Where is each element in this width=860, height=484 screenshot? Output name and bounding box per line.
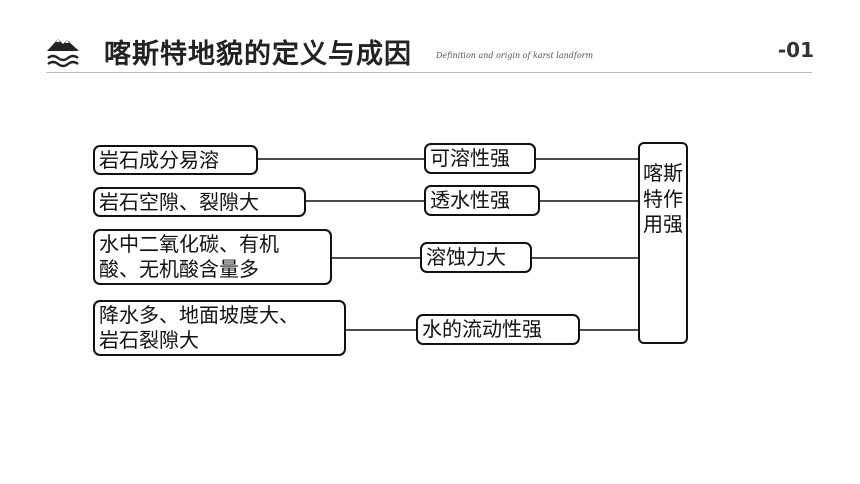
header: 喀斯特地貌的定义与成因 Definition and origin of kar… (0, 0, 860, 76)
page-subtitle: Definition and origin of karst landform (436, 51, 594, 60)
cause-text: 岩石成分易溶 (99, 147, 219, 172)
effect-box: 溶蚀力大 (420, 242, 532, 273)
cause-box: 降水多、地面坡度大、 岩石裂隙大 (93, 300, 346, 356)
mountain-waves-icon (47, 39, 79, 68)
cause-box: 水中二氧化碳、有机 酸、无机酸含量多 (93, 229, 332, 285)
cause-text-line: 降水多、地面坡度大、 (99, 303, 299, 327)
page-title: 喀斯特地貌的定义与成因 (104, 39, 412, 70)
cause-text-line: 水中二氧化碳、有机 (99, 232, 279, 256)
header-divider (46, 72, 812, 73)
cause-box: 岩石空隙、裂隙大 (93, 187, 306, 217)
effect-text: 溶蚀力大 (426, 245, 506, 269)
result-box: 喀斯特作用强 (638, 142, 688, 344)
effect-box: 透水性强 (424, 185, 540, 216)
cause-text: 岩石空隙、裂隙大 (99, 189, 259, 214)
effect-text: 水的流动性强 (422, 317, 542, 341)
effect-box: 可溶性强 (424, 143, 536, 174)
effect-text: 可溶性强 (430, 146, 510, 170)
cause-text-line: 酸、无机酸含量多 (99, 257, 259, 281)
cause-box: 岩石成分易溶 (93, 145, 258, 175)
effect-box: 水的流动性强 (416, 314, 580, 345)
effect-text: 透水性强 (430, 188, 510, 212)
cause-text-line: 岩石裂隙大 (99, 328, 199, 352)
page-number: -01 (777, 38, 814, 62)
